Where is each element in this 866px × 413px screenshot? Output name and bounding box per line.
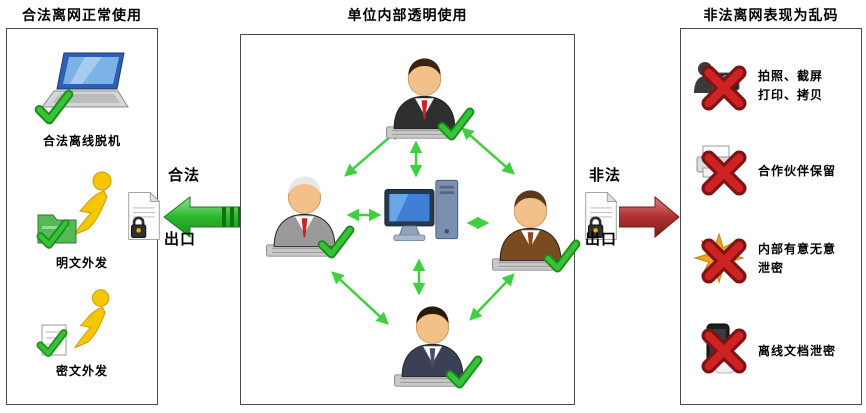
right-item-offline-doc-leak: 离线文档泄密 [689,320,857,382]
employee-node [385,295,480,395]
leak-burst-blocked-icon: ?!! [693,232,751,284]
person-folder-check-icon [30,171,112,251]
right-item-label: 离线文档泄密 [758,343,837,358]
right-panel: 拍照、截屏 打印、拷贝 合作伙伴保留 ?!! [680,28,862,405]
illegal-exit-group: 非法 出口 [583,164,687,260]
left-item-offline: 合法离线脱机 [7,51,157,149]
locked-document-icon [126,188,162,244]
check-icon [445,353,483,391]
person-document-check-icon [30,289,110,359]
server-computer-icon [384,179,459,241]
check-icon [317,223,355,261]
illegal-exit-word: 出口 [585,231,618,248]
printer-blocked-icon [696,145,751,202]
right-item-capture: 拍照、截屏 打印、拷贝 [689,55,857,117]
left-item-label: 密文外发 [55,364,108,378]
right-panel-title: 非法离网表现为乱码 [703,7,839,23]
left-item-label: 明文外发 [55,256,108,270]
legal-exit-word: 合法 [168,167,201,184]
center-panel-title: 单位内部透明使用 [347,7,468,23]
laptop-check-icon [30,52,129,129]
camera-blocked-icon [694,62,751,117]
left-item-ciphertext-out: 密文外发 [7,287,157,379]
left-item-label: 合法离线脱机 [42,134,121,148]
check-icon [543,237,581,275]
illegal-export-arrow-icon [619,195,680,239]
mobile-blocked-icon [689,323,751,374]
left-item-plaintext-out: 明文外发 [7,169,157,271]
legal-exit-group: 合法 出口 [126,164,248,260]
illegal-exit-word: 非法 [589,167,622,184]
employee-node [377,47,472,147]
employee-node [483,179,578,279]
right-item-partner-retain: 合作伙伴保留 [689,140,857,202]
center-panel [240,34,575,405]
right-item-label: 拍照、截屏 打印、拷贝 [758,69,824,102]
right-item-internal-leak: ?!! 内部有意无意 泄密 [689,228,857,290]
left-panel-title: 合法离网正常使用 [22,7,142,23]
right-item-label: 内部有意无意 泄密 [758,242,837,275]
legal-exit-word: 出口 [164,231,197,248]
right-item-label: 合作伙伴保留 [758,163,837,178]
employee-node [257,165,352,265]
check-icon [437,105,475,143]
